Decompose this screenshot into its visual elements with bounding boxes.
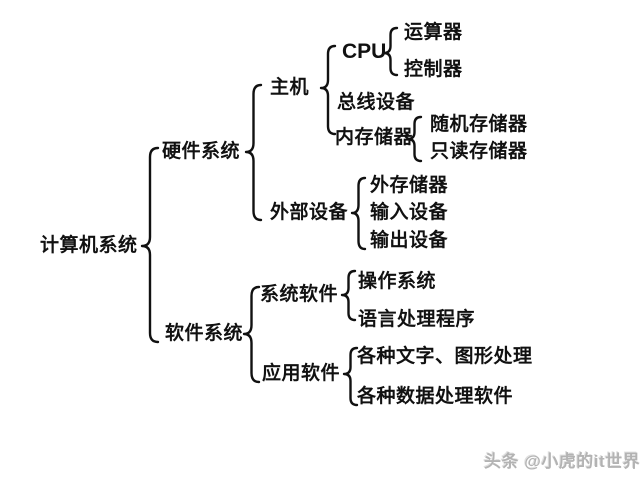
node-application-software: 应用软件: [262, 363, 341, 384]
brace-software-system: [242, 285, 261, 384]
brace-internal-memory: [406, 115, 423, 163]
brace-computer-system: [140, 146, 160, 344]
node-rom: 只读存储器: [430, 141, 528, 162]
node-language-processor: 语言处理程序: [358, 309, 476, 330]
brace-application-software: [342, 346, 359, 407]
node-input-devices: 输入设备: [370, 202, 449, 223]
node-output-devices: 输出设备: [370, 230, 449, 251]
node-internal-memory: 内存储器: [335, 127, 414, 148]
brace-cpu: [382, 26, 399, 77]
node-text-graphics-processing: 各种文字、图形处理: [357, 346, 533, 367]
watermark-text: 头条 @小虎的it世界: [484, 452, 640, 471]
node-cpu: CPU: [342, 40, 387, 63]
node-computer-system: 计算机系统: [40, 235, 138, 256]
node-bus-devices: 总线设备: [337, 92, 416, 113]
node-hardware-system: 硬件系统: [162, 141, 241, 162]
node-data-processing-software: 各种数据处理软件: [357, 386, 514, 407]
node-external-storage: 外存储器: [370, 175, 449, 196]
node-peripheral-devices: 外部设备: [270, 202, 349, 223]
node-ram: 随机存储器: [430, 114, 528, 135]
brace-mainframe: [319, 44, 337, 136]
brace-peripheral-devices: [350, 176, 367, 251]
node-system-software: 系统软件: [260, 284, 339, 305]
node-arithmetic-unit: 运算器: [404, 22, 463, 43]
brace-system-software: [340, 269, 357, 322]
node-operating-system: 操作系统: [358, 271, 437, 292]
brace-hardware-system: [244, 83, 263, 222]
node-control-unit: 控制器: [404, 59, 463, 80]
node-software-system: 软件系统: [165, 323, 244, 344]
node-mainframe: 主机: [270, 77, 310, 98]
